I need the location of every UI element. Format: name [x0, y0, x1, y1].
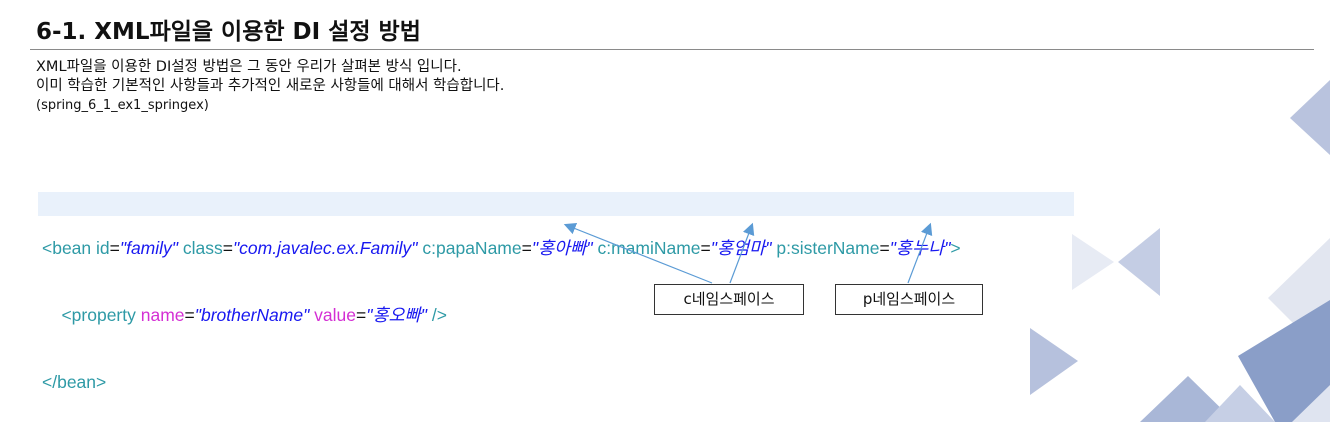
- p-sister-value: "홍누나": [889, 238, 951, 258]
- page-title: 6-1. XML파일을 이용한 DI 설정 방법: [36, 19, 421, 45]
- decor-triangle-bow-right: [1118, 228, 1160, 296]
- bean-close-tag: </bean>: [42, 372, 107, 392]
- code-line-1: <bean id="family" class="com.javalec.ex.…: [42, 237, 961, 260]
- c-mami-value: "홍엄마": [710, 238, 772, 258]
- bean-open-tag: <bean: [42, 238, 92, 258]
- decor-triangle-bottom-left: [1140, 376, 1235, 422]
- c-papa-value: "홍아빠": [531, 238, 593, 258]
- description-line-3: (spring_6_1_ex1_springex): [36, 98, 209, 113]
- equals-sign: =: [700, 238, 711, 258]
- xml-code-block: <bean id="family" class="com.javalec.ex.…: [42, 193, 961, 416]
- value-attribute: value: [309, 305, 357, 325]
- c-papa-attribute: c:papaName: [417, 238, 522, 258]
- p-sister-attribute: p:sisterName: [771, 238, 880, 258]
- equals-sign: =: [109, 238, 120, 258]
- code-highlight: [38, 192, 1074, 216]
- decor-triangle-bow-left: [1072, 234, 1114, 290]
- property-self-close: />: [426, 305, 447, 325]
- bean-open-close: >: [950, 238, 961, 258]
- class-value: "com.javalec.ex.Family": [232, 238, 418, 258]
- equals-sign: =: [184, 305, 195, 325]
- description-line-1: XML파일을 이용한 DI설정 방법은 그 동안 우리가 살펴본 방식 입니다.: [36, 59, 462, 75]
- description-line-2: 이미 학습한 기본적인 사항들과 추가적인 새로운 사항들에 대해서 학습합니다…: [36, 78, 505, 94]
- decor-triangle-right-edge: [1290, 80, 1330, 155]
- value-value: "홍오빠": [366, 305, 427, 325]
- title-divider: [30, 49, 1314, 50]
- equals-sign: =: [356, 305, 367, 325]
- id-attribute: id: [91, 238, 110, 258]
- property-open-tag: <property: [61, 305, 136, 325]
- c-namespace-callout: c네임스페이스: [654, 284, 804, 315]
- p-namespace-callout: p네임스페이스: [835, 284, 983, 315]
- c-mami-attribute: c:mamiName: [592, 238, 701, 258]
- class-attribute: class: [178, 238, 223, 258]
- code-line-2: <property name="brotherName" value="홍오빠"…: [42, 304, 961, 327]
- decor-triangle-bottom-right: [1238, 300, 1330, 422]
- arrow-c-papa: [563, 222, 713, 284]
- name-attribute: name: [135, 305, 185, 325]
- equals-sign: =: [879, 238, 890, 258]
- decor-triangle-bottom-mid: [1205, 385, 1275, 422]
- arrow-p-sister: [907, 222, 933, 284]
- name-value: "brotherName": [194, 305, 310, 325]
- decor-triangle-bottom-corner: [1292, 385, 1330, 422]
- arrow-c-mami: [729, 222, 755, 284]
- equals-sign: =: [222, 238, 233, 258]
- decor-triangle-pointer: [1030, 328, 1078, 395]
- description: XML파일을 이용한 DI설정 방법은 그 동안 우리가 살펴본 방식 입니다.…: [36, 58, 504, 115]
- equals-sign: =: [521, 238, 532, 258]
- id-value: "family": [119, 238, 178, 258]
- code-line-3: </bean>: [42, 371, 961, 394]
